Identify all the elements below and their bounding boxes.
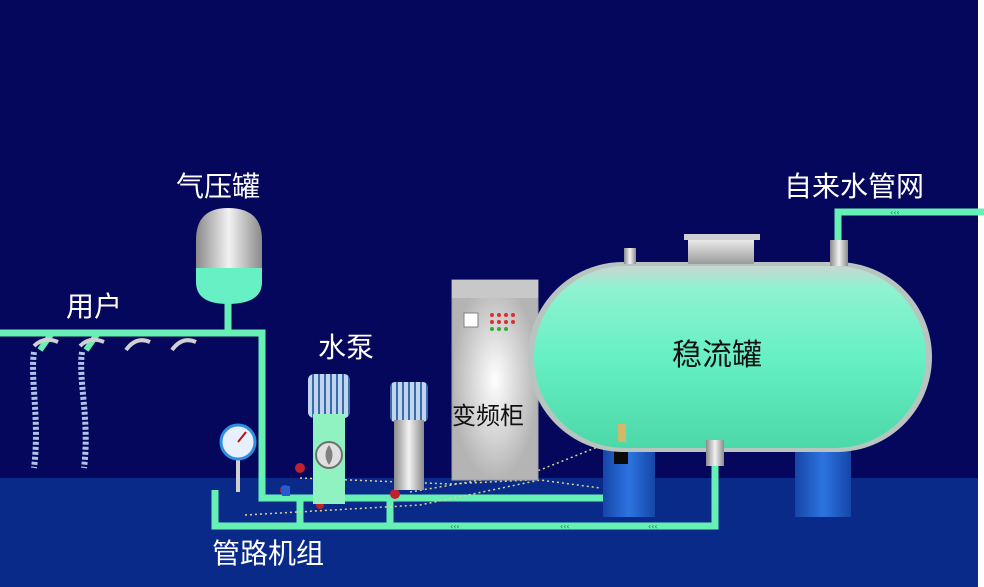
pipes	[0, 208, 984, 530]
svg-text:‹‹‹: ‹‹‹	[450, 522, 460, 531]
pressure-tank-label: 气压罐	[176, 170, 260, 203]
cabinet-display	[463, 312, 479, 328]
tank-stand-left	[603, 445, 655, 517]
vfd-cabinet	[451, 279, 539, 481]
stabilizer-tank	[528, 234, 932, 466]
water-stream-1	[30, 351, 39, 469]
svg-text:‹‹‹: ‹‹‹	[560, 522, 570, 531]
vfd-cabinet-label: 变频柜	[452, 402, 524, 430]
water-pump-label: 水泵	[318, 331, 374, 364]
svg-text:‹‹‹: ‹‹‹	[648, 522, 658, 531]
flow-arrows: ‹‹‹ ‹‹‹ ‹‹‹ ‹‹‹	[450, 208, 900, 531]
svg-text:‹‹‹: ‹‹‹	[890, 208, 900, 217]
indicator-lights	[490, 313, 515, 331]
user-faucets	[30, 331, 197, 469]
water-stream-2	[78, 351, 89, 469]
right-edge	[978, 0, 984, 587]
user-supply-pipe	[0, 329, 610, 502]
faucet-1	[30, 331, 59, 469]
manhole	[688, 238, 754, 264]
faucet-2	[78, 331, 105, 469]
pressure-gauge	[219, 423, 257, 492]
water-pump-2	[390, 382, 428, 490]
stabilizer-tank-label: 稳流罐	[672, 338, 762, 373]
users-label: 用户	[66, 290, 122, 323]
tank-stand-right	[795, 445, 851, 517]
municipal-pipe	[834, 208, 984, 245]
faucet-4	[170, 338, 197, 352]
pipeline-unit-label: 管路机组	[212, 537, 324, 570]
faucet-3	[124, 338, 151, 352]
municipal-supply-label: 自来水管网	[784, 170, 924, 203]
bottom-loop-pipe	[211, 455, 719, 530]
control-cables	[244, 439, 616, 516]
pressure-tank	[196, 208, 262, 304]
water-pump-1	[308, 374, 350, 504]
